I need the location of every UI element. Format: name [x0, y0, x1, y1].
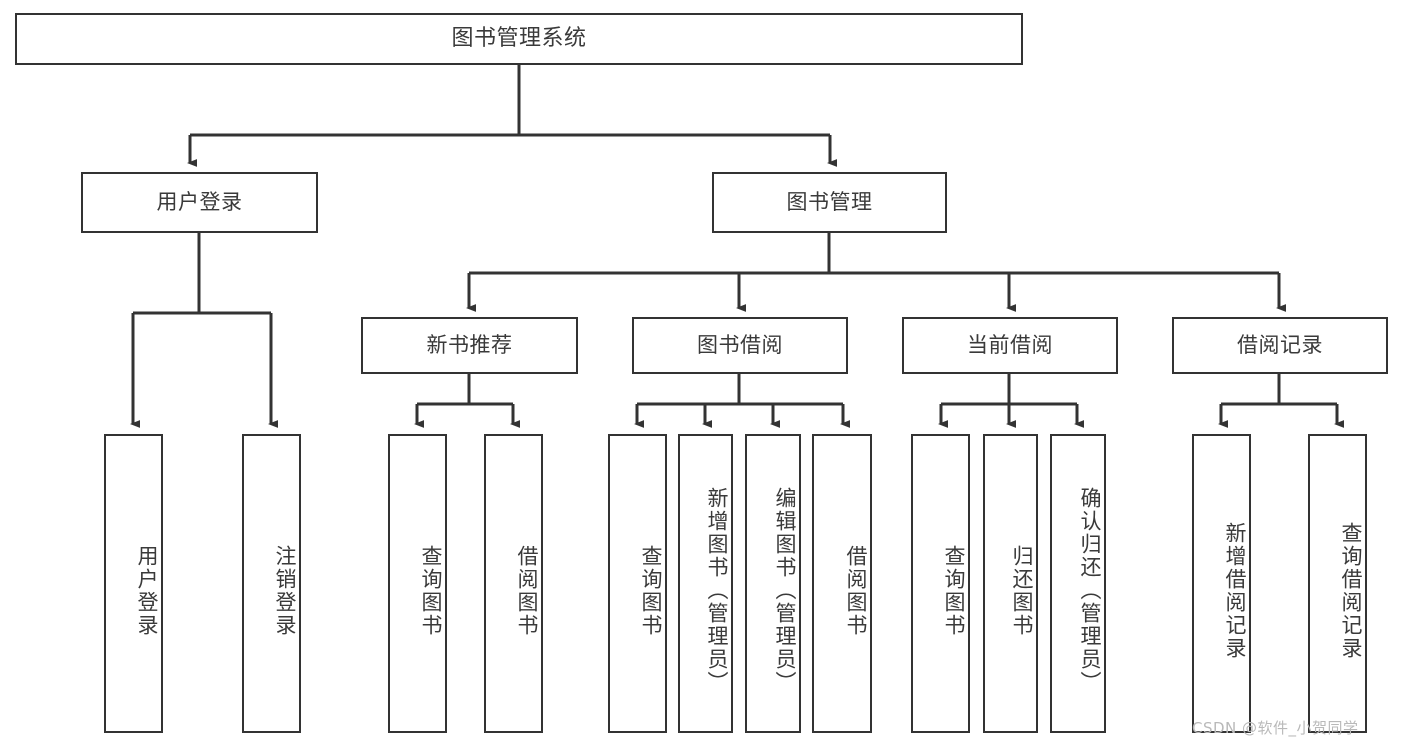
node-label: 借阅图书: [515, 544, 539, 637]
node-leaf-user-login[interactable]: 用户登录: [104, 434, 163, 733]
node-leaf-borrow-book-2[interactable]: 借阅图书: [812, 434, 872, 733]
node-label: 借阅记录: [1237, 332, 1323, 357]
node-leaf-query-book-1[interactable]: 查询图书: [388, 434, 447, 733]
node-label: 用户登录: [156, 189, 243, 214]
node-label: 图书借阅: [697, 332, 783, 357]
node-leaf-query-book-3[interactable]: 查询图书: [911, 434, 970, 733]
node-leaf-edit-book[interactable]: 编辑图书（管理员）: [745, 434, 801, 733]
node-current-borrow[interactable]: 当前借阅: [902, 317, 1118, 374]
node-leaf-query-book-2[interactable]: 查询图书: [608, 434, 667, 733]
node-leaf-add-record[interactable]: 新增借阅记录: [1192, 434, 1251, 733]
node-label: 查询借阅记录: [1339, 521, 1363, 660]
node-label: 图书管理: [786, 189, 873, 214]
node-label: 用户登录: [135, 544, 159, 637]
node-label: 新增借阅记录: [1223, 521, 1247, 660]
node-root-system[interactable]: 图书管理系统: [15, 13, 1023, 65]
node-user-login[interactable]: 用户登录: [81, 172, 318, 233]
node-label: 新增图书（管理员）: [705, 487, 729, 694]
node-new-book-rec[interactable]: 新书推荐: [361, 317, 578, 374]
node-leaf-borrow-book-1[interactable]: 借阅图书: [484, 434, 543, 733]
node-book-borrow[interactable]: 图书借阅: [632, 317, 848, 374]
node-label: 新书推荐: [426, 332, 513, 357]
node-label: 编辑图书（管理员）: [773, 487, 797, 694]
node-label: 当前借阅: [967, 332, 1053, 357]
node-label: 图书管理系统: [451, 25, 587, 51]
node-label: 查询图书: [639, 544, 663, 637]
node-leaf-logout[interactable]: 注销登录: [242, 434, 301, 733]
node-book-manage[interactable]: 图书管理: [712, 172, 947, 233]
node-label: 确认归还（管理员）: [1078, 487, 1102, 694]
node-leaf-confirm-return[interactable]: 确认归还（管理员）: [1050, 434, 1106, 733]
node-borrow-record[interactable]: 借阅记录: [1172, 317, 1388, 374]
node-label: 借阅图书: [844, 544, 868, 637]
node-label: 归还图书: [1010, 544, 1034, 637]
node-label: 查询图书: [942, 544, 966, 637]
csdn-watermark: CSDN @软件_小贺同学: [1192, 719, 1359, 737]
node-label: 注销登录: [273, 544, 297, 637]
node-leaf-add-book[interactable]: 新增图书（管理员）: [678, 434, 733, 733]
node-leaf-query-record[interactable]: 查询借阅记录: [1308, 434, 1367, 733]
node-label: 查询图书: [419, 544, 443, 637]
node-leaf-return-book[interactable]: 归还图书: [983, 434, 1038, 733]
